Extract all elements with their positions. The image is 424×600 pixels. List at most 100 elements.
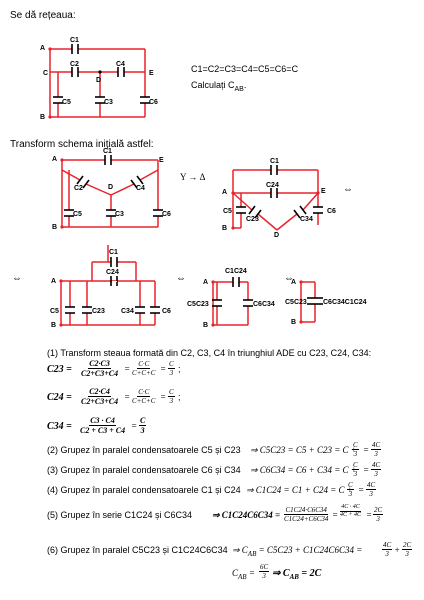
- node-B-3: B: [222, 225, 228, 232]
- label-C6-3: C6: [327, 208, 336, 215]
- c24-lhs: C24 =: [47, 392, 72, 403]
- node-E-2: E: [159, 157, 164, 164]
- c34-lhs: C34 =: [47, 421, 72, 432]
- node-B-6: B: [291, 319, 297, 326]
- c23-eq-2: =: [160, 364, 167, 374]
- node-A-6: A: [291, 279, 297, 286]
- node-A-2: A: [52, 156, 58, 163]
- label-C5-4: C5: [50, 308, 59, 315]
- node-D-3: D: [274, 232, 280, 239]
- label-C6C34C1C24-6: C6C34C1C24: [323, 299, 367, 306]
- task-text: Calculați CAB.: [191, 80, 247, 93]
- node-E-1: E: [149, 70, 154, 77]
- node-B-4: B: [51, 322, 57, 329]
- node-D-1: D: [96, 77, 102, 84]
- label-C1-2: C1: [103, 148, 112, 155]
- node-B-1: B: [40, 114, 46, 121]
- equiv-arrow-4: ⇔: [284, 273, 294, 284]
- label-C1-4: C1: [109, 249, 118, 256]
- label-C6-2: C6: [162, 211, 171, 218]
- final-lhs: CAB =: [232, 568, 255, 581]
- c24-end: ;: [178, 392, 181, 402]
- c23-end: ;: [178, 364, 181, 374]
- equiv-arrow-1: ⇔: [343, 184, 353, 195]
- node-B-2: B: [52, 224, 58, 231]
- label-C5-3: C5: [223, 208, 232, 215]
- label-C24-3: C24: [266, 182, 279, 189]
- step-6-eq: ⇒ CAB = C5C23 + C1C24C6C34 =: [232, 545, 363, 558]
- label-C5C23-5: C5C23: [187, 301, 209, 308]
- label-C34-4: C34: [121, 308, 134, 315]
- label-C6C34-5: C6C34: [253, 301, 275, 308]
- step-6-text: (6) Grupez în paralel C5C23 și C1C24C6C3…: [47, 545, 228, 555]
- c34-eq-1: =: [131, 421, 138, 431]
- label-C3-2: C3: [115, 211, 124, 218]
- equiv-arrow-3: ⇔: [176, 273, 186, 284]
- label-C3-1: C3: [104, 99, 113, 106]
- step-2-eq: ⇒ C5C23 = C5 + C23 = C +: [250, 445, 357, 455]
- node-A-5: A: [203, 279, 209, 286]
- step-4-text: (4) Grupez în paralel condensatoarele C1…: [47, 485, 241, 495]
- c24-eq-2: =: [160, 392, 167, 402]
- given-text: C1=C2=C3=C4=C5=C6=C: [191, 64, 299, 74]
- node-E-3: E: [321, 188, 326, 195]
- c24-eq-1: =: [124, 392, 131, 402]
- final-result: ⇒ CAB = 2C: [272, 568, 322, 581]
- node-C-1: C: [43, 70, 49, 77]
- label-C2-1: C2: [70, 61, 79, 68]
- c23-lhs: C23 =: [47, 364, 72, 375]
- step-4-eq: ⇒ C1C24 = C1 + C24 = C +: [246, 485, 353, 495]
- label-C23-4: C23: [92, 308, 105, 315]
- node-B-5: B: [203, 322, 209, 329]
- label-C2-2: C2: [74, 185, 83, 192]
- label-C1-3: C1: [270, 158, 279, 165]
- label-C4-2: C4: [136, 185, 145, 192]
- node-D-2: D: [108, 184, 114, 191]
- step-5-equals-1: =: [332, 510, 339, 520]
- step-4-equals: =: [358, 485, 365, 495]
- label-C6-1: C6: [149, 99, 158, 106]
- node-A-1: A: [40, 45, 46, 52]
- label-C5-2: C5: [73, 211, 82, 218]
- ydelta-label: Y → Δ: [180, 172, 206, 182]
- step-5-text: (5) Grupez în serie C1C24 și C6C34: [47, 510, 193, 520]
- label-C34-3: C34: [300, 216, 313, 223]
- step-3-text: (3) Grupez în paralel condensatoarele C6…: [47, 465, 241, 475]
- step-2-equals: =: [363, 445, 370, 455]
- label-C5-1: C5: [62, 99, 71, 106]
- intro-text: Se dă rețeaua:: [10, 10, 76, 21]
- step-3-eq: ⇒ C6C34 = C6 + C34 = C +: [250, 465, 357, 475]
- label-C23-3: C23: [246, 216, 259, 223]
- step-5-equals-2: =: [366, 510, 373, 520]
- step-5-eq: ⇒ C1C24C6C34 =: [212, 510, 281, 520]
- label-C1C24-5: C1C24: [225, 268, 247, 275]
- node-A-4: A: [51, 278, 57, 285]
- c23-eq-1: =: [124, 364, 131, 374]
- label-C4-1: C4: [116, 61, 125, 68]
